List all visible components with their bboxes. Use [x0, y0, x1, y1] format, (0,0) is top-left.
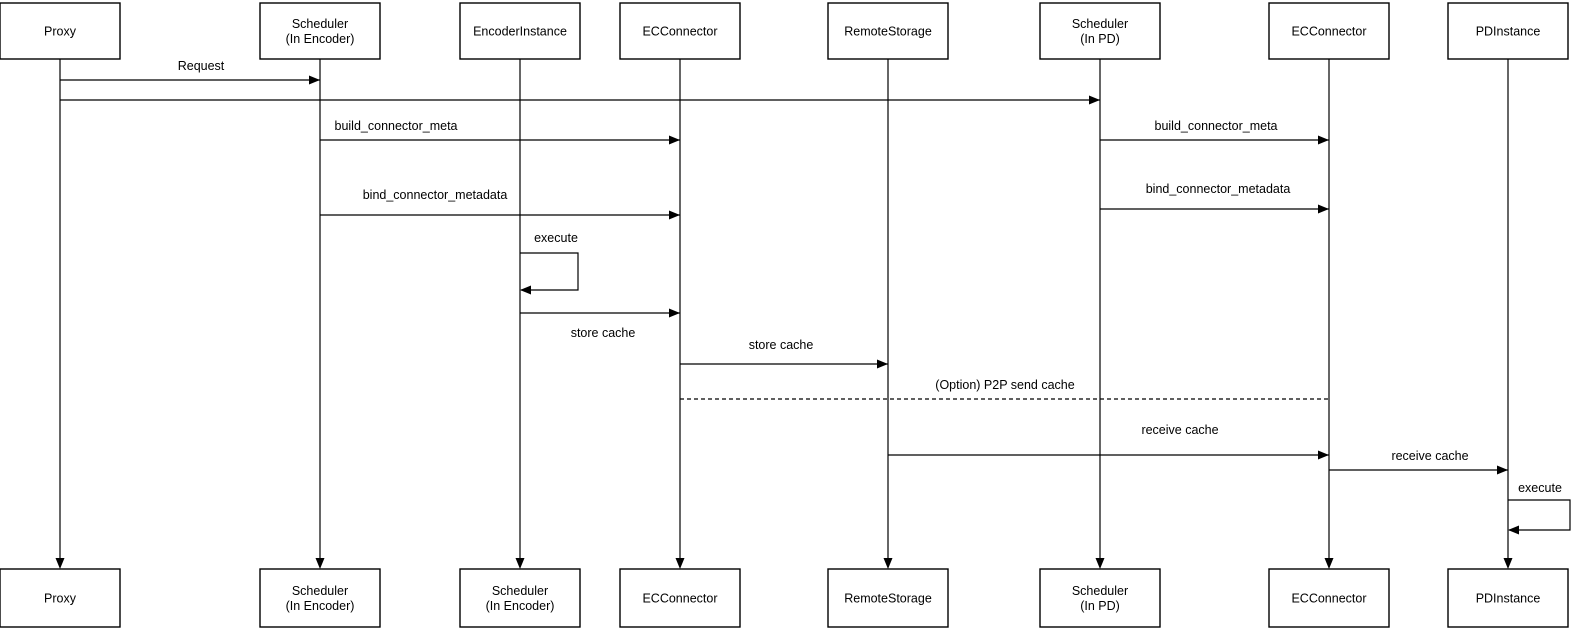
actor-box-bottom-scheduler-in-encoder-label-line2: (In Encoder)	[286, 599, 355, 613]
message-execute-pd-label: execute	[1518, 481, 1562, 495]
lifeline-arrowhead-ec-connector-pd	[1324, 558, 1334, 569]
lifeline-arrowhead-scheduler-in-encoder	[315, 558, 325, 569]
lifeline-arrowhead-pd-instance	[1503, 558, 1513, 569]
actor-box-bottom-remote-storage	[827, 568, 949, 628]
message-build-connector-meta-encoder-label: build_connector_meta	[335, 119, 458, 133]
message-execute-pd-arrowhead	[1508, 525, 1519, 535]
actor-box-top-scheduler-in-pd	[1039, 2, 1161, 60]
message-build-connector-meta-encoder-arrowhead	[669, 135, 680, 145]
lifeline-arrowhead-encoder-instance	[515, 558, 525, 569]
actor-box-bottom-ec-connector-encoder-label: ECConnector	[642, 592, 717, 606]
actor-box-top-pd-instance-label: PDInstance	[1476, 25, 1541, 39]
message-bind-connector-metadata-encoder-arrowhead	[669, 210, 680, 220]
actor-box-bottom-scheduler-in-encoder	[259, 568, 381, 628]
actor-box-bottom-proxy-label: Proxy	[44, 592, 77, 606]
actor-box-top-remote-storage	[827, 2, 949, 60]
actor-box-bottom-pd-instance	[1447, 568, 1569, 628]
message-execute-encoder-label: execute	[534, 231, 578, 245]
message-receive-cache-to-ecconnector-arrowhead	[1318, 450, 1329, 460]
message-receive-cache-to-ecconnector-label: receive cache	[1141, 423, 1218, 437]
actor-box-bottom-encoder-instance-label-line1: Scheduler	[492, 584, 548, 598]
message-request-label: Request	[178, 59, 225, 73]
message-bind-connector-metadata-pd-label: bind_connector_metadata	[1146, 182, 1291, 196]
message-receive-cache-to-pdinstance-label: receive cache	[1391, 449, 1468, 463]
actor-box-bottom-encoder-instance	[459, 568, 581, 628]
actor-box-bottom-pd-instance-label: PDInstance	[1476, 592, 1541, 606]
message-store-cache-to-ecconnector-label: store cache	[571, 326, 636, 340]
actor-box-bottom-proxy	[0, 568, 121, 628]
message-execute-encoder-line	[520, 252, 579, 291]
message-execute-pd-line	[1508, 499, 1571, 531]
message-execute-encoder-arrowhead	[520, 285, 531, 295]
message-store-cache-to-ecconnector-arrowhead	[669, 308, 680, 318]
actor-box-top-encoder-instance-label: EncoderInstance	[473, 25, 567, 39]
actor-box-top-ec-connector-pd	[1268, 2, 1390, 60]
actor-box-bottom-scheduler-in-pd-label-line2: (In PD)	[1080, 599, 1120, 613]
actor-box-top-encoder-instance	[459, 2, 581, 60]
lifeline-arrowhead-ec-connector-encoder	[675, 558, 685, 569]
actor-box-top-scheduler-in-encoder-label-line2: (In Encoder)	[286, 32, 355, 46]
actor-box-top-scheduler-in-pd-label-line2: (In PD)	[1080, 32, 1120, 46]
message-store-cache-to-remotestorage-label: store cache	[749, 338, 814, 352]
message-build-connector-meta-pd-arrowhead	[1318, 135, 1329, 145]
actor-box-bottom-scheduler-in-pd	[1039, 568, 1161, 628]
actor-box-top-pd-instance	[1447, 2, 1569, 60]
actor-box-top-proxy-label: Proxy	[44, 25, 77, 39]
actor-box-bottom-ec-connector-encoder	[619, 568, 741, 628]
message-build-connector-meta-pd-label: build_connector_meta	[1155, 119, 1278, 133]
message-p2p-send-cache-label: (Option) P2P send cache	[935, 378, 1074, 392]
actor-box-bottom-ec-connector-pd-label: ECConnector	[1291, 592, 1366, 606]
message-request-arrowhead	[309, 75, 320, 85]
message-bind-connector-metadata-encoder-label: bind_connector_metadata	[363, 188, 508, 202]
message-forward-request-arrowhead	[1089, 95, 1100, 105]
actor-box-bottom-scheduler-in-encoder-label-line1: Scheduler	[292, 584, 348, 598]
lifeline-arrowhead-remote-storage	[883, 558, 893, 569]
lifeline-arrowhead-scheduler-in-pd	[1095, 558, 1105, 569]
actor-box-top-scheduler-in-encoder-label-line1: Scheduler	[292, 17, 348, 31]
actor-box-top-proxy	[0, 2, 121, 60]
message-bind-connector-metadata-pd-arrowhead	[1318, 204, 1329, 214]
actor-box-top-scheduler-in-pd-label-line1: Scheduler	[1072, 17, 1128, 31]
actor-box-bottom-ec-connector-pd	[1268, 568, 1390, 628]
actor-box-top-ec-connector-encoder-label: ECConnector	[642, 25, 717, 39]
actor-box-bottom-encoder-instance-label-line2: (In Encoder)	[486, 599, 555, 613]
actor-box-bottom-scheduler-in-pd-label-line1: Scheduler	[1072, 584, 1128, 598]
message-receive-cache-to-pdinstance-arrowhead	[1497, 465, 1508, 475]
actor-box-top-ec-connector-encoder	[619, 2, 741, 60]
actor-box-top-ec-connector-pd-label: ECConnector	[1291, 25, 1366, 39]
actor-box-top-scheduler-in-encoder	[259, 2, 381, 60]
message-store-cache-to-remotestorage-arrowhead	[877, 359, 888, 369]
lifeline-arrowhead-proxy	[55, 558, 65, 569]
actor-box-top-remote-storage-label: RemoteStorage	[844, 25, 932, 39]
actor-box-bottom-remote-storage-label: RemoteStorage	[844, 592, 932, 606]
